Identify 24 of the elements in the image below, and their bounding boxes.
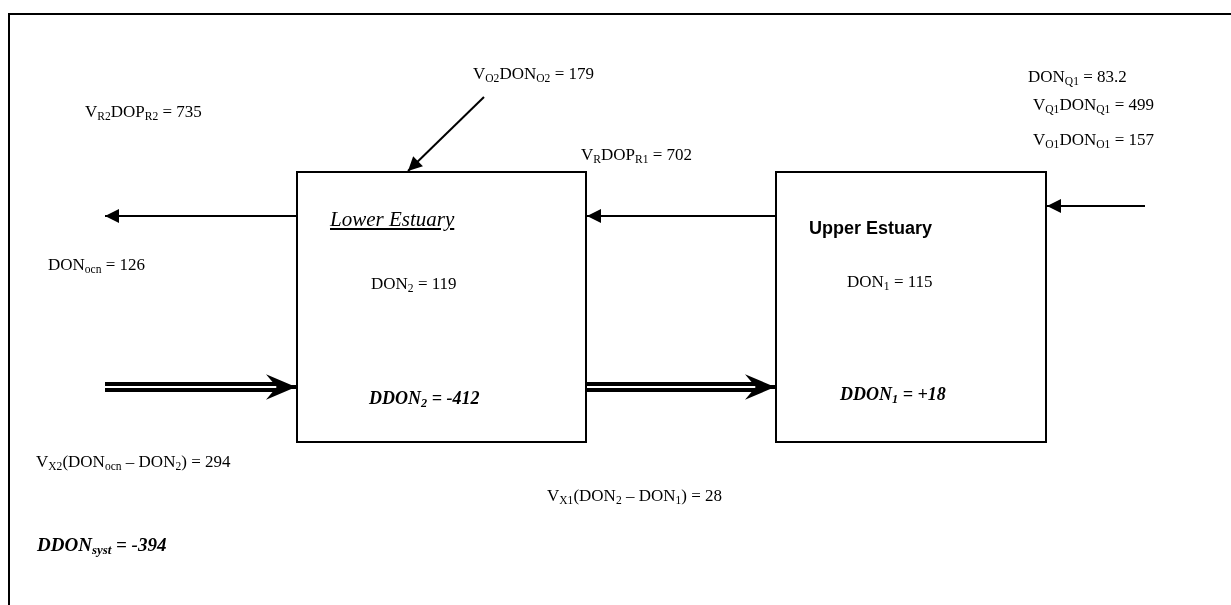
flux-value: DON$_{ocn}$ = 126 bbox=[48, 255, 146, 275]
concentration-value: DON$_{2}$ = 119 bbox=[371, 274, 457, 294]
system-balance-value: DDON$_{syst}$ = -394 bbox=[37, 534, 167, 556]
edge-label: V$_{O2}$DON$_{O2}$ = 179 bbox=[473, 64, 594, 84]
flux-arrow bbox=[407, 96, 485, 172]
balance-value: DDON$_{1}$ = +18 bbox=[840, 384, 946, 405]
box-title: Upper Estuary bbox=[809, 218, 933, 239]
flux-value: V$_{Q1}$DON$_{Q1}$ = 499 bbox=[1033, 95, 1154, 115]
flux-value: V$_{R2}$DOP$_{R2}$ = 735 bbox=[85, 102, 202, 122]
flux-arrow bbox=[585, 374, 777, 400]
concentration-value: DON$_{1}$ = 115 bbox=[847, 272, 933, 292]
flux-arrow bbox=[104, 209, 297, 223]
flux-arrow bbox=[586, 209, 776, 223]
estuary-box bbox=[296, 171, 587, 443]
flux-value: V$_{X1}$(DON$_{2}$ – DON$_{1}$) = 28 bbox=[547, 486, 723, 506]
estuary-box bbox=[775, 171, 1047, 443]
flux-value: V$_{O1}$DON$_{O1}$ = 157 bbox=[1033, 130, 1154, 150]
balance-value: DDON$_{2}$ = -412 bbox=[369, 388, 480, 409]
flux-arrow bbox=[103, 374, 298, 400]
box-title: Lower Estuary bbox=[330, 207, 455, 232]
edge-label: V$_{R}$DOP$_{R1}$ = 702 bbox=[581, 145, 693, 165]
flux-arrow bbox=[1046, 199, 1146, 213]
edge-label: V$_{X2}$(DON$_{ocn}$ – DON$_{2}$) = 294 bbox=[36, 452, 231, 472]
flux-value: DON$_{Q1}$ = 83.2 bbox=[1028, 67, 1127, 87]
